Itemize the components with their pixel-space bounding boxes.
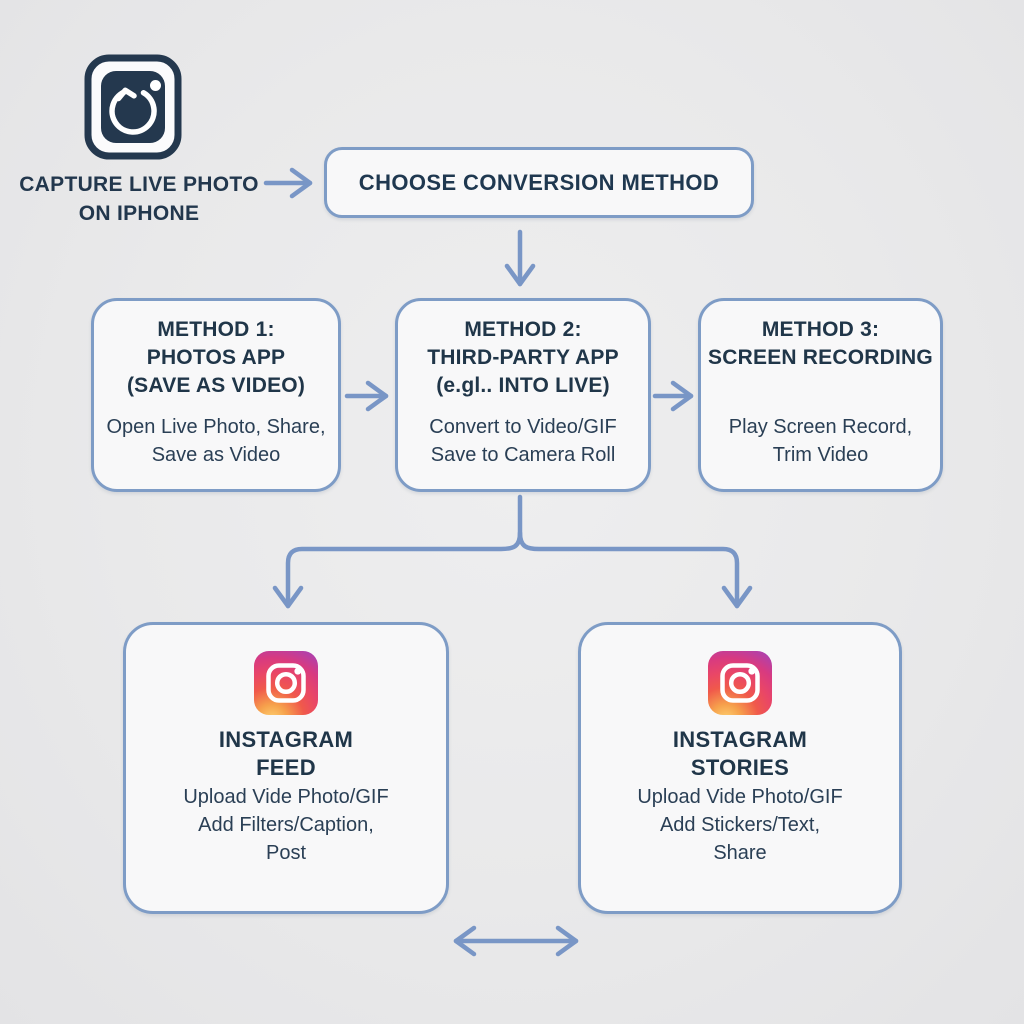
method-3-description: Play Screen Record, Trim Video — [701, 413, 940, 469]
instagram-feed-title: INSTAGRAM FEED — [126, 726, 446, 782]
method-3-body-line2: Trim Video — [772, 444, 869, 466]
method-1-title-line1: METHOD 1: — [157, 318, 275, 341]
instagram-feed-body-line3: Post — [265, 842, 307, 864]
method-1-description: Open Live Photo, Share, Save as Video — [94, 413, 338, 469]
branch-right-to-stories — [517, 530, 753, 609]
method-2-title-line2: THIRD-PARTY APP — [427, 346, 619, 369]
instagram-stories-title-line2: STORIES — [690, 755, 790, 780]
branch-left-to-feed — [272, 494, 523, 609]
choose-conversion-method-box: CHOOSE CONVERSION METHOD — [324, 147, 754, 218]
method-2-body-line2: Save to Camera Roll — [430, 444, 616, 466]
instagram-feed-box: INSTAGRAM FEED Upload Vide Photo/GIF Add… — [123, 622, 449, 914]
instagram-icon — [254, 651, 318, 715]
choose-conversion-method-label: CHOOSE CONVERSION METHOD — [358, 169, 720, 195]
method-3-title-line2: SCREEN RECORDING — [708, 346, 933, 369]
instagram-feed-title-line2: FEED — [256, 755, 316, 780]
method-3-body-line1: Play Screen Record, — [728, 416, 913, 438]
instagram-stories-body-line1: Upload Vide Photo/GIF — [637, 786, 843, 808]
method-3-title: METHOD 3: SCREEN RECORDING — [701, 301, 940, 372]
instagram-feed-description: Upload Vide Photo/GIF Add Filters/Captio… — [126, 783, 446, 867]
method-2-title-line3: (e.gl.. INTO LIVE) — [436, 374, 610, 397]
method-2-title-line1: METHOD 2: — [464, 318, 582, 341]
method-3-box: METHOD 3: SCREEN RECORDING Play Screen R… — [698, 298, 943, 492]
method-1-body-line2: Save as Video — [151, 444, 281, 466]
instagram-stories-box: INSTAGRAM STORIES Upload Vide Photo/GIF … — [578, 622, 902, 914]
method-2-body-line1: Convert to Video/GIF — [429, 416, 617, 438]
instagram-stories-body-line2: Add Stickers/Text, — [659, 814, 821, 836]
method-3-title-line1: METHOD 3: — [761, 318, 880, 341]
method-1-title: METHOD 1: PHOTOS APP (SAVE AS VIDEO) — [94, 301, 338, 400]
method-1-title-line2: PHOTOS APP — [146, 346, 286, 369]
method-2-description: Convert to Video/GIF Save to Camera Roll — [398, 413, 648, 469]
instagram-feed-body-line1: Upload Vide Photo/GIF — [183, 786, 389, 808]
start-label-line2: ON IPHONE — [78, 202, 200, 225]
live-photo-icon — [84, 54, 182, 160]
instagram-stories-title: INSTAGRAM STORIES — [581, 726, 899, 782]
instagram-feed-body-line2: Add Filters/Caption, — [198, 814, 374, 836]
method-2-box: METHOD 2: THIRD-PARTY APP (e.gl.. INTO L… — [395, 298, 651, 492]
method-2-title: METHOD 2: THIRD-PARTY APP (e.gl.. INTO L… — [398, 301, 648, 400]
instagram-icon — [708, 651, 772, 715]
instagram-stories-title-line1: INSTAGRAM — [672, 727, 808, 752]
instagram-stories-body-line3: Share — [713, 842, 767, 864]
method-1-title-line3: (SAVE AS VIDEO) — [126, 374, 306, 397]
instagram-feed-title-line1: INSTAGRAM — [218, 727, 354, 752]
instagram-stories-description: Upload Vide Photo/GIF Add Stickers/Text,… — [581, 783, 899, 867]
start-label-line1: CAPTURE LIVE PHOTO — [19, 173, 259, 196]
method-1-box: METHOD 1: PHOTOS APP (SAVE AS VIDEO) Ope… — [91, 298, 341, 492]
start-label: CAPTURE LIVE PHOTO ON IPHONE — [10, 170, 268, 228]
method-1-body-line1: Open Live Photo, Share, — [106, 416, 326, 438]
